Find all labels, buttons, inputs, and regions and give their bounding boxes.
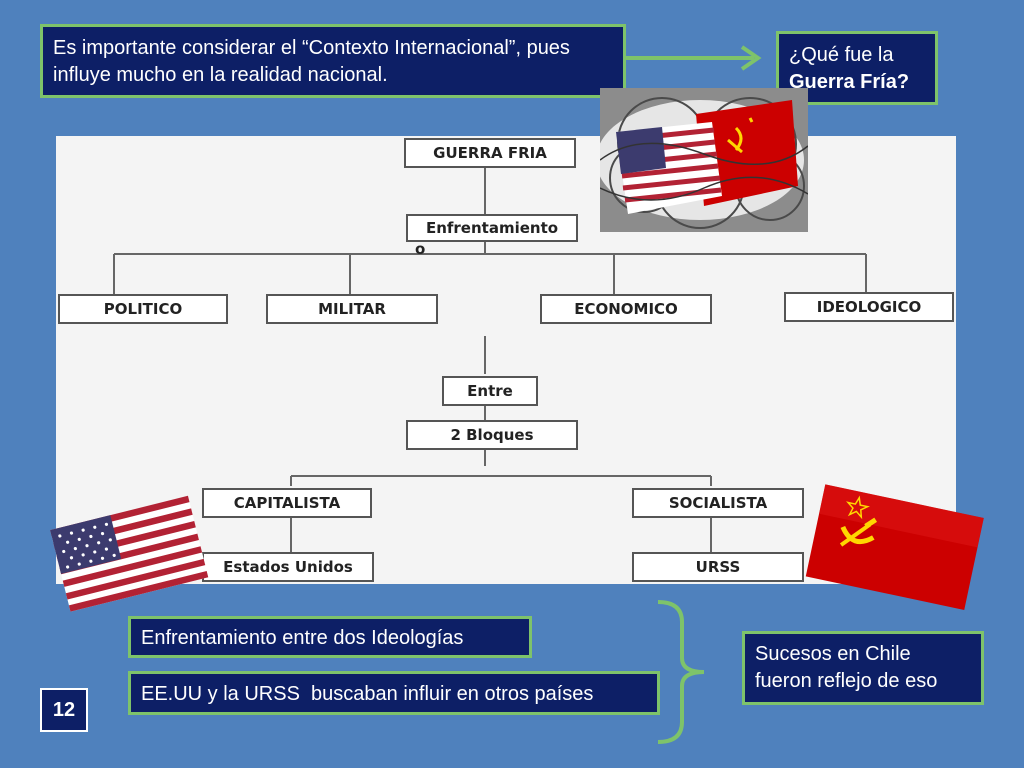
node-capitalista: CAPITALISTA [202, 488, 372, 518]
bullet-influence-text: EE.UU y la URSS buscaban influir en otro… [141, 683, 594, 705]
bullet-ideologies-box: Enfrentamiento entre dos Ideologías [128, 616, 532, 658]
chile-note-box: Sucesos en Chile fueron reflejo de eso [742, 631, 984, 705]
node-enfrentamiento-text: Enfrentamiento [425, 219, 559, 237]
node-socialista: SOCIALISTA [632, 488, 804, 518]
node-2-bloques: 2 Bloques [406, 420, 578, 450]
question-line2: Guerra Fría? [789, 71, 910, 93]
context-note-text: Es importante considerar el “Contexto In… [53, 37, 570, 86]
diagram-connectors [113, 166, 867, 552]
right-curly-brace-icon [657, 600, 705, 744]
right-arrow-icon [626, 45, 762, 71]
node-enfrentamiento-overflow: o [415, 240, 426, 258]
bullet-ideologies-text: Enfrentamiento entre dos Ideologías [141, 627, 464, 649]
node-ideologico: IDEOLOGICO [784, 292, 954, 322]
node-economico: ECONOMICO [540, 294, 712, 324]
node-enfrentamiento: Enfrentamiento [406, 214, 578, 242]
usa-flag-icon [46, 490, 210, 616]
question-line1: ¿Qué fue la [789, 44, 894, 66]
node-militar: MILITAR [266, 294, 438, 324]
node-politico: POLITICO [58, 294, 228, 324]
node-urss: URSS [632, 552, 804, 582]
node-entre: Entre [442, 376, 538, 406]
flags-barbed-wire-icon [600, 88, 808, 232]
page-number: 12 [40, 688, 88, 732]
node-estados-unidos: Estados Unidos [202, 552, 374, 582]
context-note-box: Es importante considerar el “Contexto In… [40, 24, 626, 98]
node-guerra-fria: GUERRA FRIA [404, 138, 576, 168]
chile-note-text: Sucesos en Chile fueron reflejo de eso [755, 643, 938, 692]
ussr-flag-icon [804, 478, 984, 614]
bullet-influence-box: EE.UU y la URSS buscaban influir en otro… [128, 671, 660, 715]
